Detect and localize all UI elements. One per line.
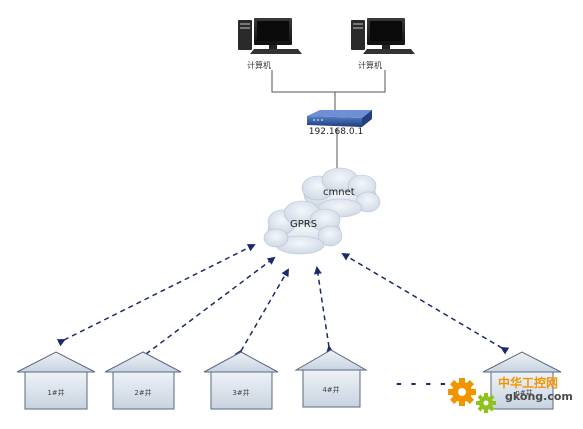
watermark-chinese: 中华工控网 — [498, 376, 559, 390]
gear-icon — [448, 378, 476, 406]
link-well-3 — [234, 268, 290, 359]
well-house-3 — [203, 351, 279, 410]
well-label-2: 2#井 — [134, 389, 152, 397]
pc1-connector — [271, 70, 336, 110]
router-ip-label: 192.168.0.1 — [308, 127, 364, 137]
link-well-n — [341, 252, 510, 355]
router-icon — [307, 110, 372, 127]
gprs-label: GPRS — [290, 219, 318, 230]
computer-label-2: 计算机 — [358, 61, 382, 70]
well-label-n: n#井 — [515, 389, 533, 397]
well-house-2 — [104, 351, 182, 410]
gprs-cloud — [263, 200, 343, 255]
wireless-links — [56, 244, 510, 361]
connector-lines — [271, 70, 386, 175]
pc2-connector — [335, 70, 386, 93]
well-house-4 — [294, 349, 368, 408]
computer-label-1: 计算机 — [247, 61, 271, 70]
link-well-4 — [313, 266, 334, 354]
well-label-3: 3#井 — [232, 389, 250, 397]
well-label-4: 4#井 — [322, 386, 340, 394]
watermark-site: gkong.com — [505, 390, 573, 403]
cmnet-label: cmnet — [323, 187, 355, 198]
well-label-1: 1#井 — [47, 389, 65, 397]
ellipsis-dashes: - - - - — [396, 376, 448, 392]
computer-icon-1 — [238, 18, 302, 54]
well-house-n — [482, 351, 562, 410]
well-house-1 — [16, 351, 96, 410]
link-well-1 — [56, 244, 256, 347]
computer-icon-2 — [351, 18, 415, 54]
gear-icon-small — [476, 393, 496, 413]
link-well-2 — [138, 256, 276, 361]
